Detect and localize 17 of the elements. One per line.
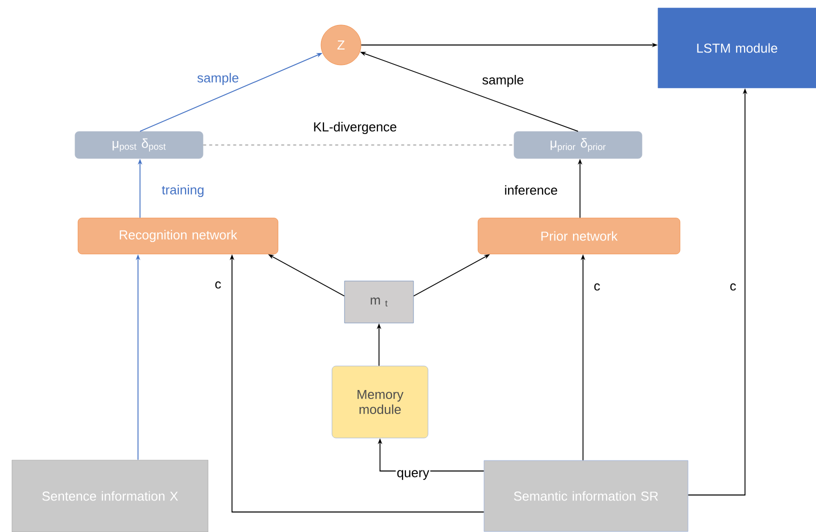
memory-vector-box: m $_{t}$ (344, 280, 414, 324)
module-box: LSTM module (658, 8, 816, 88)
connector-line (202, 144, 514, 146)
network-box: Recognition network (78, 218, 278, 254)
network-box: Prior network (478, 218, 680, 254)
memory-box: Memory module (332, 366, 428, 438)
parameter-box: μ$_{prior}$ δ$_{prior}$ (514, 131, 642, 159)
edge-label: KL-divergence (312, 120, 398, 136)
parameter-box: μ$_{post}$ δ$_{post}$ (74, 131, 204, 159)
edge-label: query (396, 469, 430, 481)
edge-label: sample (196, 72, 240, 86)
edge-label: inference (503, 184, 559, 196)
edge-label: c (592, 282, 602, 292)
edge-label: c (728, 282, 738, 292)
edge-label: sample (481, 74, 525, 88)
edge-label: c (214, 280, 222, 290)
edge-label: training (160, 184, 206, 198)
